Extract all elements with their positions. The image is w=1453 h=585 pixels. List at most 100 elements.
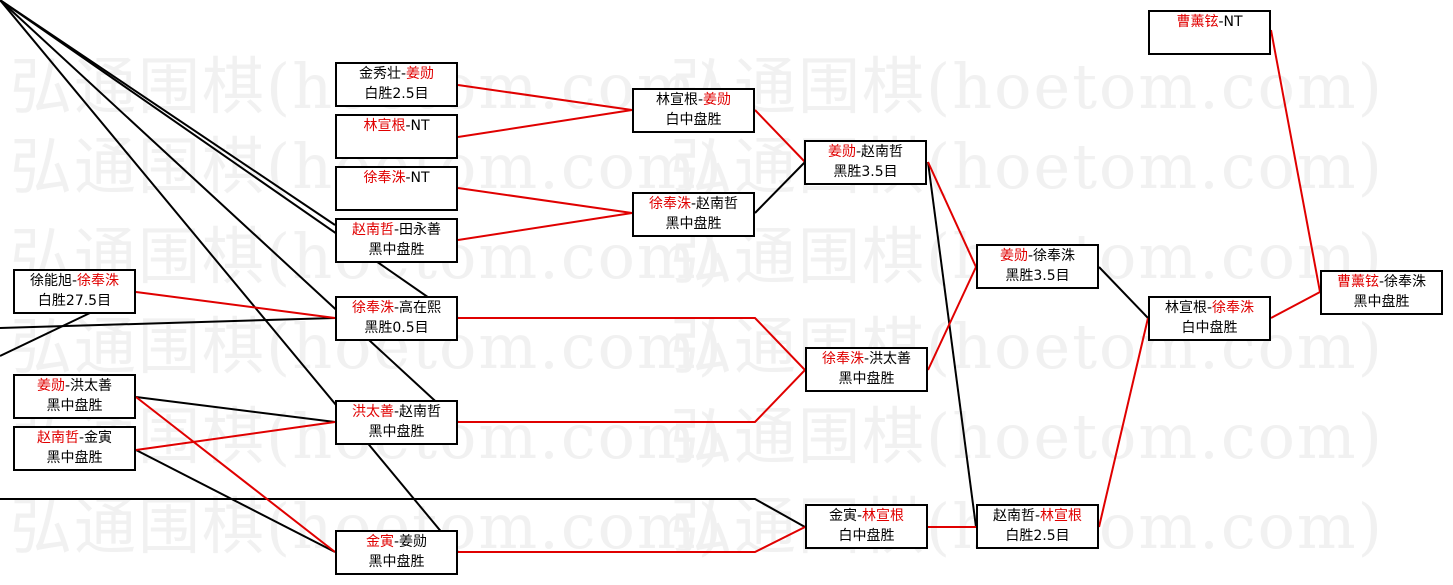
match-result: 白中盘胜	[665, 112, 722, 128]
match-result: 黑中盘胜	[368, 424, 425, 440]
player-2: 姜勋	[406, 66, 435, 82]
match-players: 赵南哲-田永善	[337, 220, 456, 240]
player-1: 姜勋	[999, 248, 1028, 264]
match-box-m18: 曹薰铉-NT	[1148, 10, 1271, 55]
match-result: 黑胜3.5目	[833, 164, 898, 180]
player-2: 林宣根	[1040, 508, 1083, 524]
loser-lines	[0, 0, 1149, 553]
match-box-m13: 姜勋-赵南哲黑胜3.5目	[804, 140, 927, 185]
player-2: 姜勋	[399, 534, 428, 550]
player-2: 徐奉洙	[77, 273, 120, 289]
separator: -	[863, 351, 870, 367]
player-1: 姜勋	[827, 144, 856, 160]
connector-line	[0, 0, 459, 423]
match-box-m10: 金寅-姜勋黑中盘胜	[335, 530, 458, 575]
match-box-m19: 林宣根-徐奉洙白中盘胜	[1148, 296, 1271, 341]
match-box-m9: 洪太善-赵南哲黑中盘胜	[335, 400, 458, 445]
match-box-m14: 徐奉洙-洪太善黑中盘胜	[805, 347, 928, 392]
player-2: 徐奉洙	[1212, 300, 1255, 316]
connector-line	[0, 0, 336, 226]
match-result: 黑胜0.5目	[364, 320, 429, 336]
connector-line	[458, 317, 807, 423]
match-box-m20: 曹薰铉-徐奉洙黑中盘胜	[1320, 270, 1443, 315]
player-1: 林宣根	[363, 118, 406, 134]
player-2: 田永善	[399, 222, 442, 238]
player-1: 赵南哲	[36, 430, 79, 446]
player-2: 赵南哲	[399, 404, 442, 420]
separator: -	[1034, 508, 1041, 524]
match-box-m16: 姜勋-徐奉洙黑胜3.5目	[976, 244, 1099, 289]
separator: -	[855, 144, 862, 160]
match-players: 林宣根-徐奉洙	[1150, 298, 1269, 318]
separator: -	[393, 222, 400, 238]
match-result: 黑中盘胜	[665, 216, 722, 232]
connector-line	[1098, 266, 1149, 319]
player-2: 洪太善	[70, 378, 113, 394]
match-players: 金秀壮-姜勋	[337, 64, 456, 84]
player-2: NT	[410, 170, 430, 186]
player-1: 徐奉洙	[821, 351, 864, 367]
player-2: 姜勋	[703, 92, 732, 108]
separator: -	[1206, 300, 1213, 316]
match-box-m8: 赵南哲-金寅黑中盘胜	[13, 426, 136, 471]
match-players: 赵南哲-林宣根	[978, 506, 1097, 526]
match-result: 白胜27.5目	[37, 293, 112, 309]
match-players: 徐奉洙-洪太善	[807, 349, 926, 369]
connector-line	[458, 526, 806, 553]
match-box-m15: 金寅-林宣根白中盘胜	[805, 504, 928, 549]
player-1: 徐奉洙	[363, 170, 406, 186]
player-2: NT	[1223, 14, 1243, 30]
connector-line	[457, 212, 633, 241]
match-result: 黑中盘胜	[368, 242, 425, 258]
separator: -	[400, 66, 407, 82]
separator: -	[78, 430, 85, 446]
connector-line	[754, 109, 806, 163]
match-players: 徐奉洙-赵南哲	[634, 194, 753, 214]
separator: -	[690, 196, 697, 212]
match-box-m5: 徐能旭-徐奉洙白胜27.5目	[13, 269, 136, 314]
player-1: 赵南哲	[351, 222, 394, 238]
match-players: 曹薰铉-徐奉洙	[1322, 272, 1441, 292]
player-1: 林宣根	[1164, 300, 1207, 316]
match-players: 徐能旭-徐奉洙	[15, 271, 134, 291]
match-result: 黑中盘胜	[46, 398, 103, 414]
match-box-m17: 赵南哲-林宣根白胜2.5目	[976, 504, 1099, 549]
separator: -	[71, 273, 78, 289]
player-1: 徐奉洙	[648, 196, 691, 212]
winner-lines	[135, 29, 1321, 553]
separator: -	[856, 508, 863, 524]
player-2: 林宣根	[862, 508, 905, 524]
separator: -	[1378, 274, 1385, 290]
connector-line	[135, 396, 336, 553]
separator: -	[405, 170, 411, 186]
connector-line	[0, 0, 459, 319]
connector-line	[0, 498, 806, 528]
match-box-m12: 徐奉洙-赵南哲黑中盘胜	[632, 192, 755, 237]
connector-line	[1098, 317, 1149, 528]
player-1: 姜勋	[36, 378, 65, 394]
match-result: 白胜2.5目	[1005, 528, 1070, 544]
match-result: 黑胜3.5目	[1005, 268, 1070, 284]
match-result: 白中盘胜	[1181, 320, 1238, 336]
match-result: 白中盘胜	[838, 528, 895, 544]
player-1: 徐能旭	[29, 273, 72, 289]
match-players: 徐奉洙-高在熙	[337, 298, 456, 318]
player-2: NT	[410, 118, 430, 134]
match-box-m11: 林宣根-姜勋白中盘胜	[632, 88, 755, 133]
match-box-m4: 赵南哲-田永善黑中盘胜	[335, 218, 458, 263]
player-1: 金寅	[828, 508, 857, 524]
match-result: 黑中盘胜	[46, 450, 103, 466]
separator: -	[64, 378, 71, 394]
player-2: 洪太善	[869, 351, 912, 367]
player-1: 金寅	[365, 534, 394, 550]
player-1: 曹薰铉	[1336, 274, 1379, 290]
match-players: 金寅-姜勋	[337, 532, 456, 552]
player-2: 赵南哲	[696, 196, 739, 212]
separator: -	[1218, 14, 1224, 30]
player-2: 金寅	[84, 430, 113, 446]
separator: -	[393, 534, 400, 550]
connector-line	[135, 291, 336, 319]
match-players: 曹薰铉-NT	[1150, 12, 1269, 32]
match-box-m6: 徐奉洙-高在熙黑胜0.5目	[335, 296, 458, 341]
